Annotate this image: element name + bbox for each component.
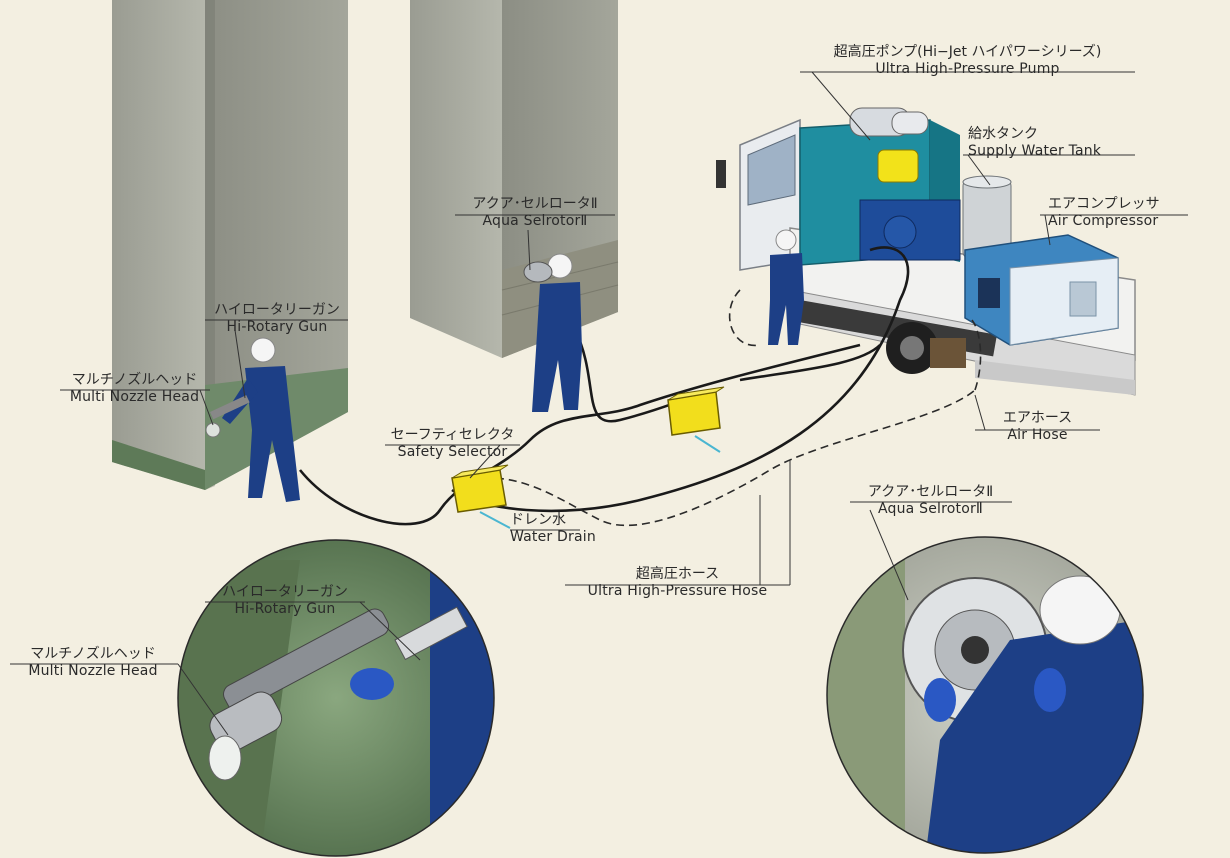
label-aqua-inset-jp: アクア･セルロータⅡ bbox=[848, 484, 1013, 501]
label-compressor-en: Air Compressor bbox=[1048, 213, 1160, 230]
label-air-hose: エアホース Air Hose bbox=[990, 410, 1085, 444]
inset-aqua-selrotor bbox=[827, 537, 1150, 858]
label-compressor-jp: エアコンプレッサ bbox=[1048, 196, 1160, 213]
label-hphose-en: Ultra High-Pressure Hose bbox=[560, 583, 795, 600]
inset-hirotary bbox=[178, 520, 520, 858]
label-safety-en: Safety Selector bbox=[380, 444, 525, 461]
label-pump-jp: 超高圧ポンプ(Hi−Jet ハイパワーシリーズ) bbox=[800, 44, 1135, 61]
label-multi-top-en: Multi Nozzle Head bbox=[52, 389, 217, 406]
label-airhose-en: Air Hose bbox=[990, 427, 1085, 444]
safety-selector-front bbox=[452, 465, 510, 528]
label-drain-en: Water Drain bbox=[510, 529, 596, 546]
label-airhose-jp: エアホース bbox=[990, 410, 1085, 427]
label-hirotary-top-en: Hi-Rotary Gun bbox=[202, 319, 352, 336]
label-hirotary-inset-en: Hi-Rotary Gun bbox=[205, 601, 365, 618]
label-hirotary-top-jp: ハイロータリーガン bbox=[202, 302, 352, 319]
label-ultra-high-pressure-hose: 超高圧ホース Ultra High-Pressure Hose bbox=[560, 566, 795, 600]
label-aqua-inset-en: Aqua SelrotorⅡ bbox=[848, 501, 1013, 518]
label-hirotary-inset-jp: ハイロータリーガン bbox=[205, 584, 365, 601]
label-drain-jp: ドレン水 bbox=[510, 512, 596, 529]
label-tank-en: Supply Water Tank bbox=[968, 143, 1101, 160]
label-hi-rotary-gun-inset: ハイロータリーガン Hi-Rotary Gun bbox=[205, 584, 365, 618]
label-supply-water-tank: 給水タンク Supply Water Tank bbox=[968, 126, 1101, 160]
label-safety-jp: セーフティセレクタ bbox=[380, 427, 525, 444]
label-multi-inset-jp: マルチノズルヘッド bbox=[8, 646, 178, 663]
label-air-compressor: エアコンプレッサ Air Compressor bbox=[1048, 196, 1160, 230]
label-ultra-high-pressure-pump: 超高圧ポンプ(Hi−Jet ハイパワーシリーズ) Ultra High-Pres… bbox=[800, 44, 1135, 78]
label-tank-jp: 給水タンク bbox=[968, 126, 1101, 143]
label-aqua-top-jp: アクア･セルロータⅡ bbox=[455, 196, 615, 213]
middle-pillar bbox=[410, 0, 618, 358]
safety-selector-back bbox=[668, 387, 724, 452]
label-safety-selector: セーフティセレクタ Safety Selector bbox=[380, 427, 525, 461]
label-hphose-jp: 超高圧ホース bbox=[560, 566, 795, 583]
label-multi-nozzle-head-top: マルチノズルヘッド Multi Nozzle Head bbox=[52, 372, 217, 406]
label-hi-rotary-gun-top: ハイロータリーガン Hi-Rotary Gun bbox=[202, 302, 352, 336]
label-water-drain: ドレン水 Water Drain bbox=[510, 512, 596, 546]
label-aqua-selrotor-top: アクア･セルロータⅡ Aqua SelrotorⅡ bbox=[455, 196, 615, 230]
label-aqua-selrotor-inset: アクア･セルロータⅡ Aqua SelrotorⅡ bbox=[848, 484, 1013, 518]
label-pump-en: Ultra High-Pressure Pump bbox=[800, 61, 1135, 78]
label-aqua-top-en: Aqua SelrotorⅡ bbox=[455, 213, 615, 230]
label-multi-inset-en: Multi Nozzle Head bbox=[8, 663, 178, 680]
label-multi-top-jp: マルチノズルヘッド bbox=[52, 372, 217, 389]
label-multi-nozzle-head-inset: マルチノズルヘッド Multi Nozzle Head bbox=[8, 646, 178, 680]
